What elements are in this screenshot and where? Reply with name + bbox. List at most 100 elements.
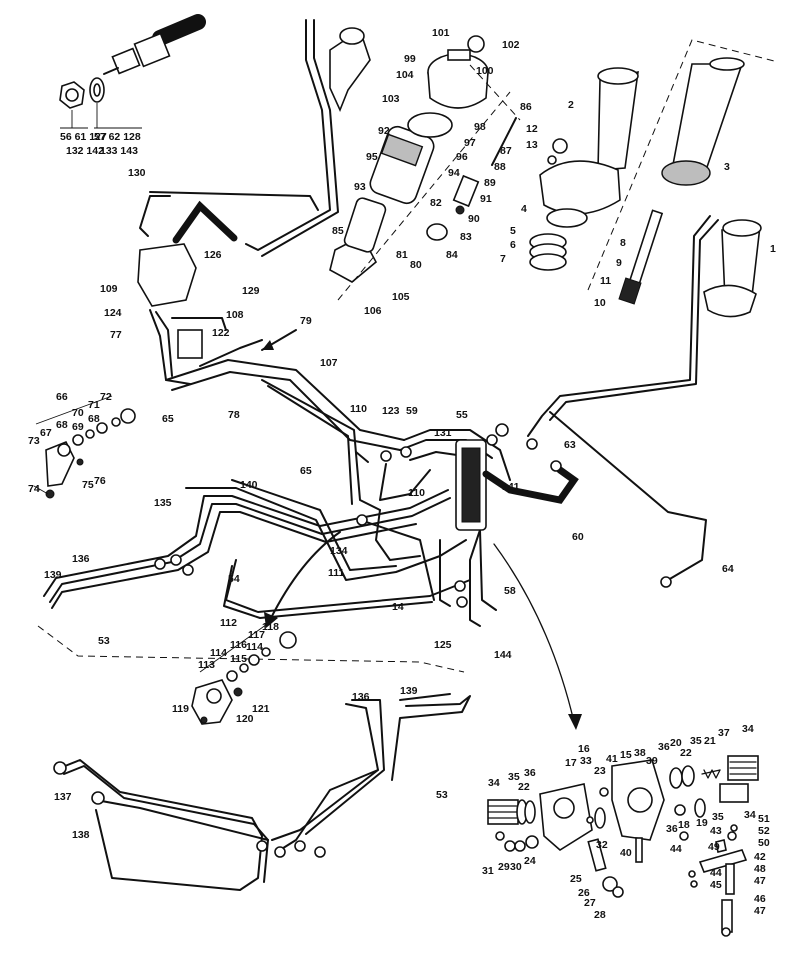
- label-53: 53: [98, 635, 110, 647]
- label-44: 44: [670, 843, 682, 855]
- label-94: 94: [448, 167, 460, 179]
- label-1: 1: [770, 243, 776, 255]
- label-89: 89: [484, 177, 496, 189]
- adjuster-rod: [618, 209, 664, 305]
- label-49: 49: [708, 841, 720, 853]
- label-6: 6: [510, 239, 516, 251]
- label-11: 11: [600, 275, 611, 287]
- washer: [89, 77, 105, 103]
- label-37: 37: [718, 727, 730, 739]
- arrow-79: [261, 329, 297, 351]
- label-144: 144: [494, 649, 512, 661]
- label-53b: 53: [436, 789, 448, 801]
- label-15: 15: [620, 749, 632, 761]
- washer-group-label: 57 62 128: [94, 131, 141, 143]
- label-28: 28: [594, 909, 606, 921]
- label-97: 97: [464, 137, 476, 149]
- label-129: 129: [242, 285, 260, 297]
- label-23: 23: [594, 765, 606, 777]
- label-19: 19: [696, 817, 708, 829]
- label-103: 103: [382, 93, 400, 105]
- label-36c: 36: [666, 823, 678, 835]
- label-126: 126: [204, 249, 222, 261]
- label-90: 90: [468, 213, 480, 225]
- label-67: 67: [40, 427, 52, 439]
- label-24: 24: [524, 855, 536, 867]
- label-51: 51: [758, 813, 770, 825]
- label-30: 30: [510, 861, 522, 873]
- label-139: 139: [44, 569, 62, 581]
- label-22: 22: [518, 781, 530, 793]
- label-68: 68: [56, 419, 68, 431]
- label-112: 112: [220, 617, 237, 629]
- label-141: 141: [502, 481, 520, 493]
- label-7: 7: [500, 253, 506, 265]
- label-99: 99: [404, 53, 416, 65]
- label-106: 106: [364, 305, 382, 317]
- label-82: 82: [430, 197, 442, 209]
- rear-axle-pipes: [53, 693, 471, 891]
- label-108: 108: [226, 309, 244, 321]
- label-17: 17: [565, 757, 577, 769]
- label-8: 8: [620, 237, 626, 249]
- label-88: 88: [494, 161, 506, 173]
- label-65b: 65: [300, 465, 312, 477]
- label-110: 110: [350, 403, 367, 415]
- label-121: 121: [252, 703, 270, 715]
- hose-end-fitting: [103, 14, 206, 75]
- right-wheel-cylinder: [703, 219, 762, 318]
- label-110b: 110: [408, 487, 425, 499]
- label-77: 77: [110, 329, 122, 341]
- label-32: 32: [596, 839, 608, 851]
- label-84: 84: [446, 249, 458, 261]
- label-65: 65: [162, 413, 174, 425]
- label-102: 102: [502, 39, 520, 51]
- label-76: 76: [94, 475, 106, 487]
- label-35b: 35: [690, 735, 702, 747]
- label-45: 45: [710, 879, 722, 891]
- label-36b: 36: [658, 741, 670, 753]
- label-138: 138: [72, 829, 90, 841]
- label-38: 38: [634, 747, 646, 759]
- label-25: 25: [570, 873, 582, 885]
- label-64: 64: [722, 563, 734, 575]
- label-117: 117: [248, 629, 265, 641]
- label-101: 101: [432, 27, 450, 39]
- slave-cylinder-assembly: [529, 67, 639, 271]
- label-81: 81: [396, 249, 408, 261]
- label-123: 123: [382, 405, 400, 417]
- label-135: 135: [154, 497, 172, 509]
- label-18: 18: [678, 819, 690, 831]
- label-29: 29: [498, 861, 510, 873]
- valve-exploded-view: [487, 755, 759, 937]
- label-27: 27: [584, 897, 596, 909]
- label-70: 70: [72, 407, 84, 419]
- label-87: 87: [500, 145, 512, 157]
- label-137: 137: [54, 791, 72, 803]
- label-72: 72: [100, 391, 112, 403]
- part-number-labels: 1 2 3 4 5 6 7 8 9 10 11 12 13 14 15 16 1…: [28, 27, 776, 921]
- main-chassis-pipes: [43, 429, 511, 627]
- label-118: 118: [262, 621, 279, 633]
- label-54: 54: [228, 573, 240, 585]
- label-115: 115: [230, 653, 247, 665]
- label-10: 10: [594, 297, 606, 309]
- label-136b: 136: [352, 691, 370, 703]
- label-69: 69: [72, 421, 84, 433]
- label-93: 93: [354, 181, 366, 193]
- label-130: 130: [128, 167, 146, 179]
- label-139b: 139: [400, 685, 418, 697]
- master-cylinder-reservoir: [427, 35, 489, 109]
- label-14: 14: [392, 601, 404, 613]
- label-68b: 68: [88, 413, 100, 425]
- label-92: 92: [378, 125, 390, 137]
- label-33: 33: [580, 755, 592, 767]
- label-22b: 22: [680, 747, 692, 759]
- label-58: 58: [504, 585, 516, 597]
- label-21: 21: [704, 735, 716, 747]
- junction-valve-block: [455, 439, 487, 531]
- label-46: 46: [754, 893, 766, 905]
- label-26: 26: [578, 887, 590, 899]
- label-114: 114: [210, 647, 227, 659]
- label-74: 74: [28, 483, 40, 495]
